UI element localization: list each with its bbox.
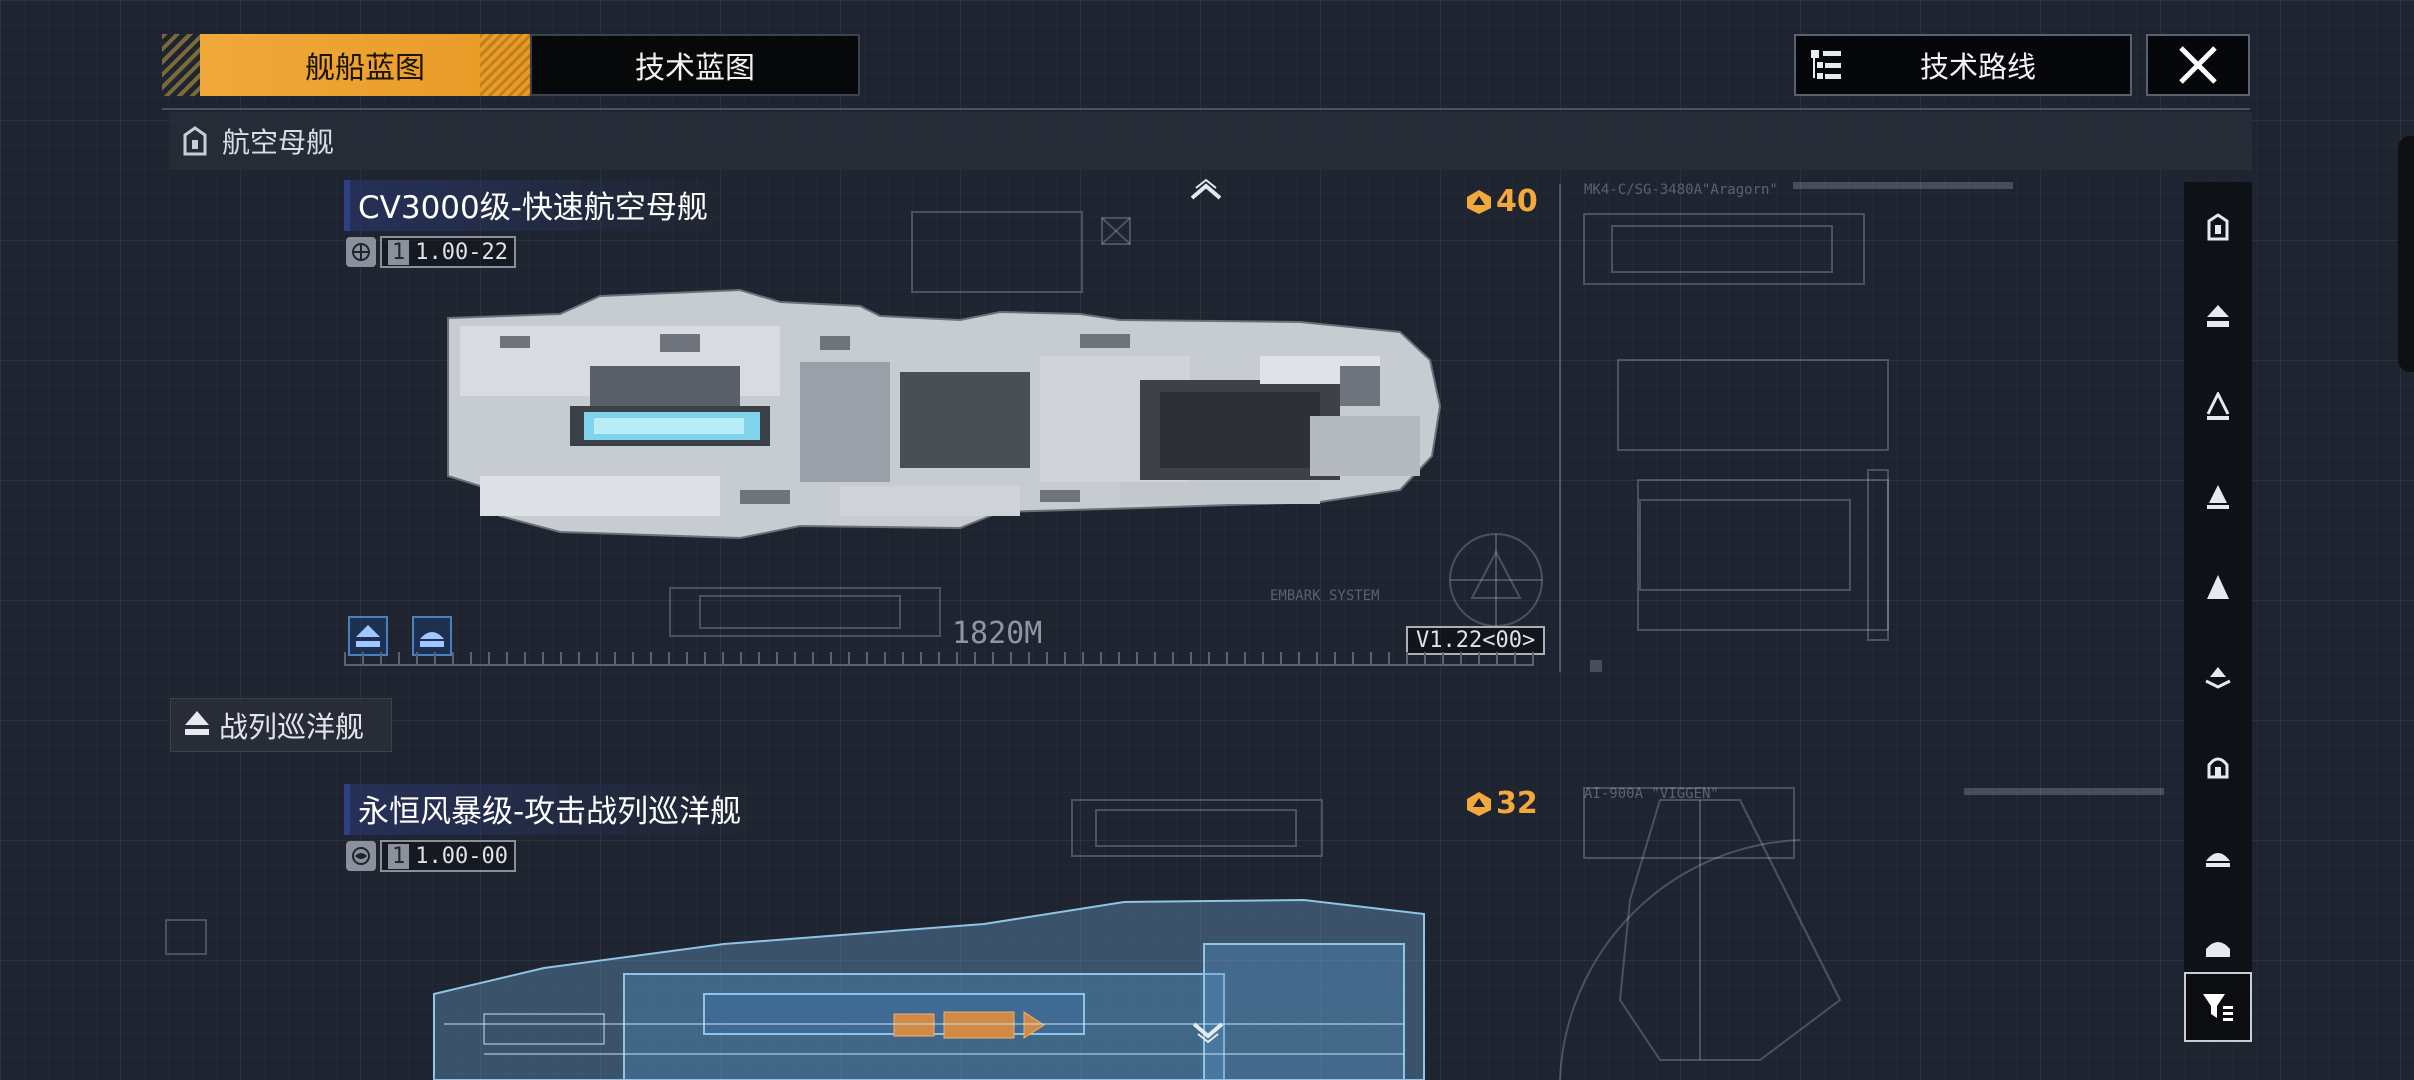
ability-slot-2[interactable]	[412, 616, 452, 656]
battlecruiser-class-icon	[185, 711, 209, 735]
sidebar-item-battlecruiser[interactable]	[2184, 282, 2252, 352]
frigate-class-icon	[2207, 575, 2229, 599]
filter-button[interactable]	[2184, 972, 2252, 1042]
ship-cost-2: 32	[1466, 786, 1538, 821]
screen-edge-handle	[2398, 136, 2414, 372]
version-prefix-1: 1	[388, 239, 410, 265]
carrier-class-icon	[2207, 213, 2229, 241]
tab-tech-blueprint[interactable]: 技术蓝图	[530, 34, 860, 96]
header-divider	[162, 108, 2250, 110]
sidebar-item-destroyer[interactable]	[2184, 462, 2252, 532]
blueprint-label-system: EMBARK SYSTEM	[1270, 588, 1380, 604]
filter-icon	[2203, 994, 2233, 1021]
ship-cost-1: 40	[1466, 184, 1538, 219]
version-suffix-1: 22	[481, 239, 508, 265]
ship-cost-value-1: 40	[1496, 184, 1538, 219]
blueprint-label-top: MK4-C/SG-3480A"Aragorn"	[1584, 182, 1778, 198]
command-cost-icon	[1467, 189, 1491, 214]
ship-image-battlecruiser[interactable]	[424, 884, 1430, 1080]
section-header-carrier: 航空母舰	[170, 112, 2252, 170]
ship-version-badge-1: 1 1.00 - 22	[346, 236, 516, 268]
close-icon	[2179, 46, 2217, 84]
version-value-2: 1.00	[415, 843, 469, 869]
hangar-icon	[420, 632, 444, 647]
ship-length-1: 1820M	[952, 616, 1043, 651]
fighter-bay-icon	[356, 625, 380, 647]
main-tab-bar: 舰船蓝图 技术蓝图	[162, 34, 864, 96]
ship-cost-value-2: 32	[1496, 786, 1538, 821]
section-title-carrier: 航空母舰	[222, 126, 335, 159]
faction-icon	[346, 841, 376, 871]
blueprint-label-bottom: AI-900A "VIGGEN"	[1584, 786, 1719, 802]
version-prefix-2: 1	[388, 843, 410, 869]
globe-icon	[346, 237, 376, 267]
corvette-class-icon	[2205, 667, 2231, 689]
destroyer-class-icon	[2207, 485, 2229, 509]
sidebar-item-support[interactable]	[2184, 822, 2252, 892]
ship-version-badge-2: 1 1.00 - 00	[346, 840, 516, 872]
ship-image-carrier[interactable]	[440, 276, 1452, 572]
tab-ship-blueprint-label: 舰船蓝图	[305, 51, 425, 86]
command-cost-icon	[1467, 791, 1491, 816]
sidebar-item-corvette[interactable]	[2184, 642, 2252, 712]
scale-ticks	[344, 652, 1534, 664]
tree-list-icon	[1796, 48, 1856, 82]
scroll-down-icon[interactable]	[1190, 1020, 1226, 1044]
version-suffix-2: 00	[481, 843, 508, 869]
ship-class-sidebar	[2184, 182, 2252, 1042]
battlecruiser-class-icon	[2207, 305, 2229, 327]
close-button[interactable]	[2146, 34, 2250, 96]
auxiliary-class-icon	[2207, 757, 2229, 779]
tab-tech-blueprint-label: 技术蓝图	[635, 51, 755, 86]
section-header-battlecruiser: 战列巡洋舰	[170, 698, 392, 752]
scroll-up-icon[interactable]	[1188, 178, 1224, 202]
sidebar-item-dome[interactable]	[2184, 912, 2252, 982]
ability-slot-1[interactable]	[348, 616, 388, 656]
dome-class-icon	[2206, 942, 2230, 957]
tab-ship-blueprint[interactable]: 舰船蓝图	[200, 34, 530, 96]
section-title-battlecruiser: 战列巡洋舰	[219, 710, 365, 744]
sidebar-item-auxiliary[interactable]	[2184, 732, 2252, 802]
cruiser-class-icon	[2206, 392, 2230, 420]
tab-bar-edge-mark	[162, 34, 200, 96]
sidebar-item-frigate[interactable]	[2184, 552, 2252, 622]
version-value-1: 1.00	[415, 239, 469, 265]
support-class-icon	[2206, 853, 2230, 867]
tech-route-label: 技术路线	[1919, 50, 2036, 84]
sidebar-item-cruiser[interactable]	[2184, 372, 2252, 442]
sidebar-item-carrier[interactable]	[2184, 192, 2252, 262]
ship-name-1: CV3000级-快速航空母舰	[344, 180, 726, 231]
blueprint-version-1: V1.22<00>	[1406, 626, 1546, 655]
carrier-class-icon	[183, 126, 207, 156]
scale-ruler	[344, 664, 1534, 666]
tech-route-button[interactable]: 技术路线	[1794, 34, 2132, 96]
ship-name-2: 永恒风暴级-攻击战列巡洋舰	[344, 784, 760, 835]
